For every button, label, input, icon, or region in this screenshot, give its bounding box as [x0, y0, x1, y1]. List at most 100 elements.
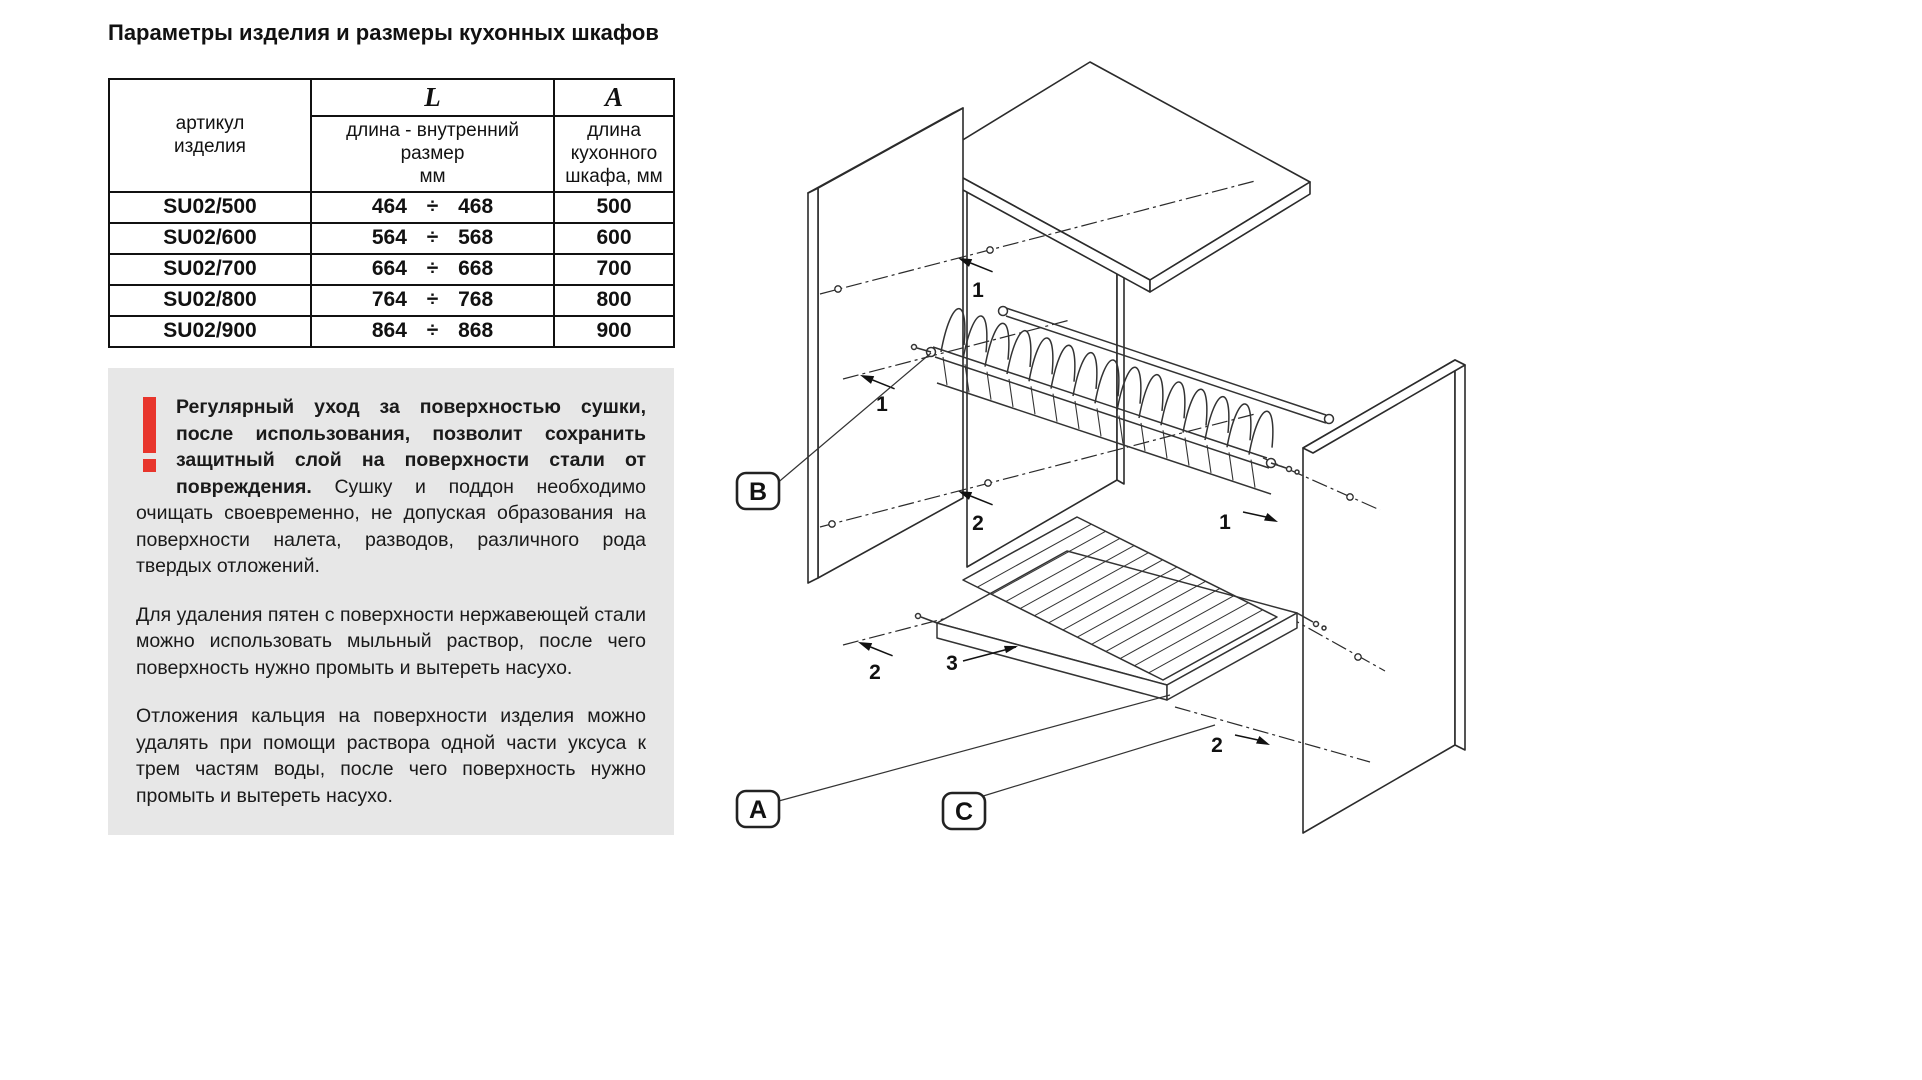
mounting-hole [834, 285, 842, 293]
lower-tray-assembly [914, 516, 1327, 701]
table-row: SU02/600 564 ÷ 568 600 [108, 221, 675, 255]
part-label-c [941, 791, 987, 831]
step-number: 1 [972, 279, 984, 302]
rack-back-rail [1005, 307, 1327, 416]
drip-tray-right-edge [1166, 612, 1298, 701]
cell-article: SU02/600 [108, 221, 312, 255]
left-panel-top-edge [807, 107, 964, 194]
rack-pin-screw [1285, 465, 1293, 473]
cell-inner-length: 764 ÷ 768 [310, 283, 555, 317]
step-arrow-1c: 1 [1219, 511, 1278, 534]
cell-article: SU02/500 [108, 190, 312, 224]
step-arrow-1a: 1 [958, 258, 993, 302]
table-row: SU02/700 664 ÷ 668 700 [108, 252, 675, 286]
upper-dish-rack [910, 305, 1335, 495]
part-label-c-text: C [955, 798, 973, 826]
step-callout-3: 3 [946, 645, 1018, 675]
cell-cabinet-length: 800 [553, 283, 675, 317]
left-panel-left-edge [807, 187, 819, 584]
cell-cabinet-length: 500 [553, 190, 675, 224]
tray-pin-screw [1312, 620, 1320, 628]
header-row-descriptions: длина - внутренний размер мм длина кухон… [109, 115, 675, 193]
rack-front-rail [934, 356, 1270, 469]
rack-mounting-pin [1270, 462, 1287, 469]
rack-mounting-pin [916, 347, 932, 353]
top-panel-right-edge [1149, 181, 1311, 293]
warning-paragraph-3: Отложения кальция на поверхности изделия… [136, 705, 646, 807]
col-header-l-desc: длина - внутренний размер мм [310, 115, 555, 193]
rack-wire-loops [940, 308, 1274, 455]
cell-article: SU02/800 [108, 283, 312, 317]
table-row: SU02/800 764 ÷ 768 800 [108, 283, 675, 317]
page-title: Параметры изделия и размеры кухонных шка… [108, 20, 659, 45]
cell-cabinet-length: 600 [553, 221, 675, 255]
tray-pin-screw [1321, 625, 1327, 631]
left-panel-face [817, 107, 964, 579]
axis-line [1284, 614, 1386, 672]
mounting-hole [986, 246, 994, 254]
cell-inner-length: 464 ÷ 468 [310, 190, 555, 224]
rack-end-cap [997, 305, 1009, 317]
warning-text: Сушку и поддон необходимо очищать своевр… [136, 475, 646, 578]
part-label-b [735, 471, 781, 511]
step-number: 1 [1219, 511, 1231, 534]
drip-tray-top [936, 550, 1298, 686]
warning-bold-text: Регулярный уход за поверхностью сушки, п… [176, 396, 646, 498]
table-row: SU02/500 464 ÷ 468 500 [108, 190, 675, 224]
col-header-article: артикул изделия [108, 78, 312, 193]
warning-paragraph-1: Регулярный уход за поверхностью сушки, п… [136, 394, 646, 580]
tray-mounting-pin [1296, 612, 1314, 623]
rack-front-rail [932, 346, 1268, 459]
part-label-a-text: A [749, 796, 767, 824]
mounting-holes [828, 246, 1362, 661]
cabinet-panels [807, 61, 1466, 834]
table-row: SU02/900 864 ÷ 868 900 [108, 314, 675, 348]
spec-table: артикул изделия L A длина - внутренний р… [108, 78, 675, 348]
label-leader-line [774, 694, 1171, 803]
rack-back-rail [1005, 315, 1327, 424]
header-row-symbols: артикул изделия L A [108, 78, 675, 193]
cell-cabinet-length: 900 [553, 314, 675, 348]
step-arrow-1b: 1 [860, 375, 895, 416]
cell-inner-length: 864 ÷ 868 [310, 314, 555, 348]
step-number: 2 [1211, 734, 1223, 757]
cell-article: SU02/900 [108, 314, 312, 348]
axis-line [819, 413, 1256, 528]
label-leader-line [774, 352, 932, 486]
step-number: 3 [946, 652, 958, 675]
step-arrow-2b: 2 [858, 642, 893, 684]
step-arrow-2a: 2 [958, 491, 993, 535]
care-warning-block: Регулярный уход за поверхностью сушки, п… [108, 368, 674, 836]
right-panel-right-edge [1454, 359, 1466, 751]
rack-pin-screw [1294, 469, 1300, 475]
step-number: 2 [869, 661, 881, 684]
axis-line [842, 319, 1071, 380]
col-header-a-desc: длина кухонного шкафа, мм [553, 115, 675, 193]
warning-paragraph-2: Для удаления пятен с поверхности нержаве… [136, 603, 646, 679]
mounting-hole [1354, 653, 1362, 661]
col-header-l-symbol: L [310, 78, 555, 117]
right-panel-top-edge [1302, 359, 1466, 454]
axis-line [1174, 706, 1371, 763]
rack-end-cap [1323, 413, 1335, 425]
step-number: 1 [876, 393, 888, 416]
col-header-a-symbol: A [553, 78, 675, 117]
cell-inner-length: 564 ÷ 568 [310, 221, 555, 255]
cell-cabinet-length: 700 [553, 252, 675, 286]
step-arrow-2c: 2 [1211, 734, 1270, 757]
mounting-hole [984, 479, 992, 487]
rack-bottom-rail [936, 382, 1272, 495]
tray-mounting-pin [920, 616, 938, 624]
grid-shelf-wires [962, 516, 1278, 681]
mounting-hole [828, 520, 836, 528]
rack-pin-screw [910, 343, 918, 351]
mounting-hole [1346, 493, 1354, 501]
cell-article: SU02/700 [108, 252, 312, 286]
exclamation-icon [136, 397, 163, 475]
part-labels: B A C [735, 352, 1216, 831]
step-number: 2 [972, 512, 984, 535]
part-label-a [735, 789, 781, 829]
tray-pin-screw [914, 612, 922, 620]
cell-inner-length: 664 ÷ 668 [310, 252, 555, 286]
